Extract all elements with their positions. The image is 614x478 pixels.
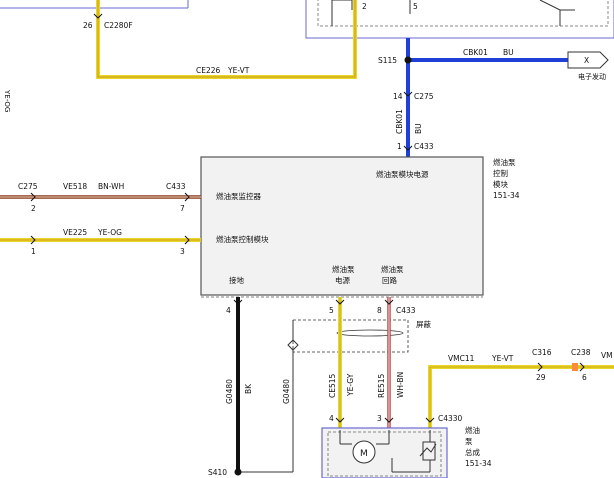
wire-label-ve225: VE225 xyxy=(63,228,87,237)
top-left-frame xyxy=(0,0,189,9)
pin-3-b: 3 xyxy=(377,414,382,423)
pump-return-label-1: 燃油泵 xyxy=(381,264,404,274)
wire-color-bu-v: BU xyxy=(414,123,423,134)
connector-c433-m-arrows xyxy=(335,299,394,305)
connector-c2280f: C2280F xyxy=(104,21,133,30)
wire-color-ye-gy: YE-GY xyxy=(346,373,355,397)
wire-label-vmc11: VMC11 xyxy=(448,354,475,363)
wire-color-bn-wh: BN-WH xyxy=(98,182,124,191)
splice-s115-label: S115 xyxy=(378,56,397,65)
wire-color-bk: BK xyxy=(244,383,253,394)
pump-motor-icon xyxy=(352,440,376,464)
wire-vmc11 xyxy=(428,365,614,430)
module-power-label: 燃油泵模块电源 xyxy=(376,169,429,179)
pin-2-top: 2 xyxy=(362,2,367,11)
shield-ellipse xyxy=(336,329,404,337)
connector-c275-l: C275 xyxy=(18,182,38,191)
shield-box xyxy=(292,319,409,353)
wire-color-ye-vt-top: YE-VT xyxy=(227,66,250,75)
wire-color-wh-bn: WH-BN xyxy=(396,372,405,398)
wire-color-ye-og: YE-OG xyxy=(97,228,122,237)
pump-assembly-label-1: 燃油 xyxy=(465,425,480,435)
wire-label-cbk01-h: CBK01 xyxy=(463,48,488,57)
fuel-pump-monitor-label: 燃油泵监控器 xyxy=(216,191,261,201)
wire-label-ce515: CE515 xyxy=(328,373,337,398)
splice-s115 xyxy=(404,56,412,64)
fuel-pump-control-module xyxy=(200,156,484,296)
pump-power-label-2: 电源 xyxy=(335,275,350,285)
module-ref: 151-34 xyxy=(493,191,520,200)
top-right-component-frame xyxy=(305,0,614,39)
side-text-ye-og: YE-OG xyxy=(3,89,11,112)
wire-label-ve518: VE518 xyxy=(63,182,87,191)
pump-return-label-2: 回路 xyxy=(382,275,397,285)
connector-arrows-left xyxy=(30,192,190,245)
splice-s410 xyxy=(234,468,242,476)
connector-c275-v: C275 xyxy=(414,92,434,101)
pump-assembly-label-3: 总成 xyxy=(465,447,480,457)
wire-color-bu-h: BU xyxy=(503,48,514,57)
pin-7-l: 7 xyxy=(180,204,185,213)
connector-c238: C238 xyxy=(571,348,591,357)
fuel-pump-assembly xyxy=(321,427,448,478)
module-title-3: 模块 xyxy=(493,179,508,189)
pin-29: 29 xyxy=(536,373,546,382)
wire-label-re515: RE515 xyxy=(377,374,386,398)
pin-8-m: 8 xyxy=(377,306,382,315)
wire-vmc11-break xyxy=(572,363,578,371)
connector-c2280f-arrow xyxy=(93,13,103,19)
pin-26: 26 xyxy=(83,21,93,30)
wire-color-ye-vt-r: YE-VT xyxy=(491,354,514,363)
wire-label-g0480-b: G0480 xyxy=(282,379,291,404)
wire-label-g0480-a: G0480 xyxy=(225,379,234,404)
connector-right-arrows xyxy=(425,362,585,423)
pump-motor-label: M xyxy=(360,449,368,459)
connector-c4330-arrows xyxy=(335,417,394,423)
pump-power-label-1: 燃油泵 xyxy=(332,264,355,274)
pin-2-l: 2 xyxy=(31,204,36,213)
pin-6: 6 xyxy=(582,373,587,382)
connector-c433-top: C433 xyxy=(414,142,434,151)
splice-s410-label: S410 xyxy=(208,468,227,477)
shield-label: 屏蔽 xyxy=(416,319,431,329)
wire-label-ce226: CE226 xyxy=(196,66,221,75)
pump-assembly-ref: 151-34 xyxy=(465,459,492,468)
pin-5-top: 5 xyxy=(413,2,418,11)
shield-diamond xyxy=(287,339,299,351)
pin-1-l: 1 xyxy=(31,247,36,256)
module-title-2: 控制 xyxy=(493,168,508,178)
connector-c4330: C4330 xyxy=(438,414,463,423)
fuel-pump-control-label: 燃油泵控制模块 xyxy=(216,234,269,244)
off-page-connector-x xyxy=(567,51,609,69)
pump-assembly-label-2: 泵 xyxy=(465,437,473,446)
connector-c433-top-arrow xyxy=(403,145,413,151)
connector-c275-arrow xyxy=(403,91,413,97)
pin-14: 14 xyxy=(393,92,403,101)
pin-4-g: 4 xyxy=(226,306,231,315)
pin-1-top: 1 xyxy=(397,142,402,151)
ground-label: 接地 xyxy=(229,275,244,285)
wire-ce226 xyxy=(96,0,357,79)
wire-label-cbk01-v: CBK01 xyxy=(395,109,404,134)
connector-c433-m: C433 xyxy=(396,306,416,315)
connector-c316: C316 xyxy=(532,348,552,357)
wire-vm-cut: VM xyxy=(601,351,613,360)
pin-5-m: 5 xyxy=(329,306,334,315)
ecu-text: 电子发动 xyxy=(578,72,606,81)
module-title-1: 燃油泵 xyxy=(493,157,516,167)
off-page-x-label: X xyxy=(584,56,589,65)
pin-4-b: 4 xyxy=(329,414,334,423)
pin-3-l: 3 xyxy=(180,247,185,256)
connector-ground-arrow xyxy=(233,299,243,305)
connector-c433-l: C433 xyxy=(166,182,186,191)
